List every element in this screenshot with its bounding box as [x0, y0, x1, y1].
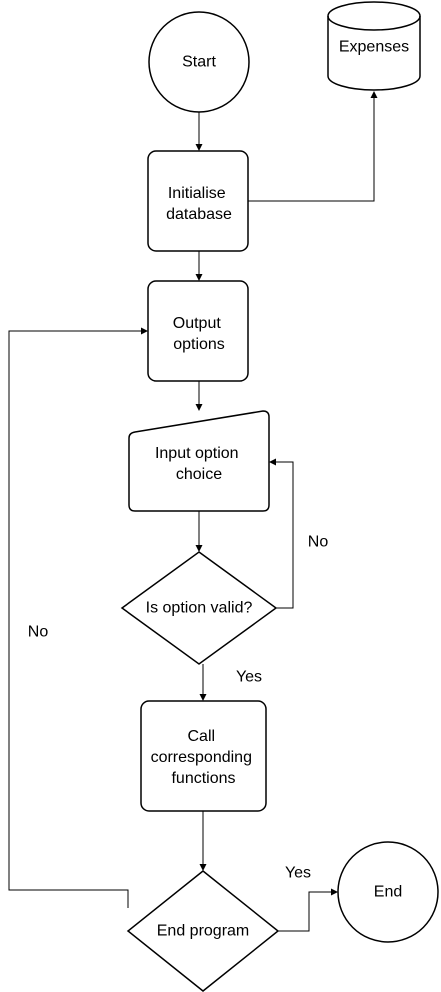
node-expenses-label: Expenses [339, 39, 409, 56]
node-end-program-decision: End program [126, 870, 280, 992]
edge-endprogram-yes-to-end [278, 888, 338, 932]
svg-text:Input option choice: Input option choice [155, 445, 243, 483]
edge-label-invalid-no: No [308, 534, 329, 551]
edge-label-exit-yes: Yes [285, 865, 311, 882]
edge-valid-yes-to-call [199, 664, 207, 701]
node-valid-label: Is option valid? [146, 600, 253, 617]
edge-init-to-output [195, 251, 203, 281]
edge-label-continue-no: No [28, 624, 49, 641]
edge-input-to-valid [195, 511, 203, 552]
edge-start-to-init [195, 112, 203, 151]
node-initialise-database: Initialise database [147, 150, 249, 252]
node-init-label-line-2: database [166, 206, 232, 223]
edge-call-to-endprogram [199, 811, 207, 871]
edge-init-to-expenses [248, 91, 378, 202]
svg-text:Initialise database: Initialise database [166, 185, 232, 223]
node-is-option-valid-decision: Is option valid? [120, 551, 278, 665]
node-end: End [337, 841, 439, 943]
node-output-label-line-1: Output [173, 315, 222, 332]
node-end-label: End [374, 884, 402, 901]
node-input-label-line-2: choice [176, 466, 222, 483]
node-endprogram-label: End program [157, 923, 250, 940]
node-output-options: Output options [147, 280, 249, 382]
node-call-label-line-1: Call [187, 728, 215, 745]
edge-label-valid-yes: Yes [236, 669, 262, 686]
edge-valid-no-to-input [269, 458, 294, 609]
node-expenses-database: Expenses [327, 1, 421, 91]
node-input-option-choice: Input option choice [128, 410, 270, 512]
edge-output-to-input [195, 381, 203, 411]
edge-endprogram-no-to-output [8, 327, 148, 908]
node-call-label-line-3: functions [171, 770, 235, 787]
node-start-label: Start [182, 54, 216, 71]
svg-text:Output options: Output options [173, 315, 225, 353]
node-start: Start [148, 11, 250, 113]
node-input-label-line-1: Input option [155, 445, 239, 462]
node-call-label-line-2: corresponding [151, 749, 252, 766]
node-output-label-line-2: options [173, 336, 225, 353]
svg-text:Call corresponding: Call corresponding functions [151, 728, 257, 787]
node-init-label-line-1: Initialise [168, 185, 226, 202]
node-call-corresponding-functions: Call corresponding functions [140, 700, 267, 812]
